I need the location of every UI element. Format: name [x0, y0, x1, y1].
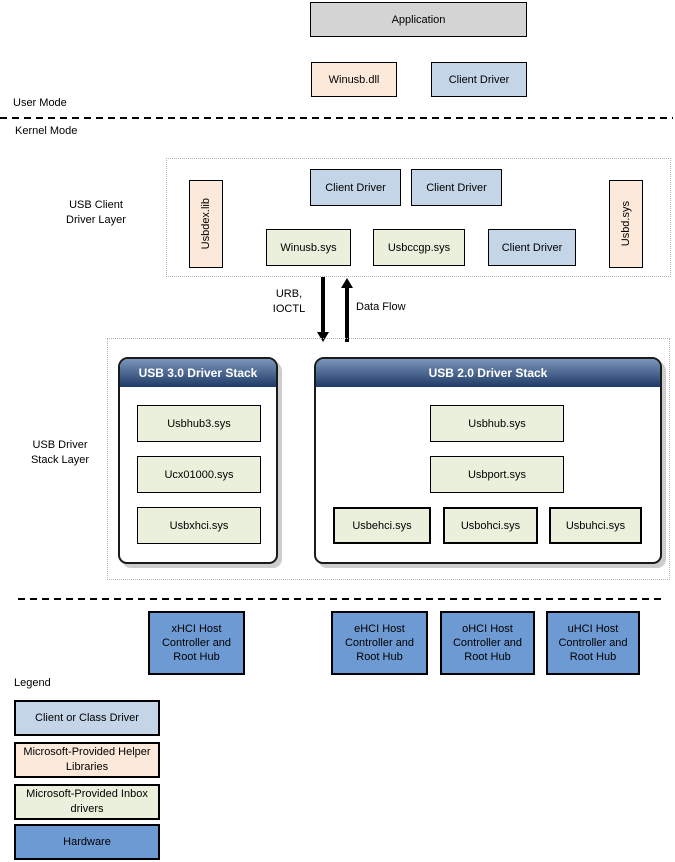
client-layer-label-line2: Driver Layer [66, 214, 126, 226]
winusb-dll-box: Winusb.dll [311, 62, 397, 97]
stack-layer-label: USB Driver Stack Layer [8, 438, 112, 468]
legend-item-helper-libraries: Microsoft-Provided Helper Libraries [14, 742, 160, 778]
legend-title: Legend [14, 677, 51, 689]
usbohci-sys-box: Usbohci.sys [443, 507, 538, 544]
client-layer-container [166, 158, 671, 277]
ucx01000-sys-box: Ucx01000.sys [137, 456, 261, 493]
user-kernel-divider [0, 117, 673, 119]
usb2-driver-stack: USB 2.0 Driver Stack Usbhub.sys Usbport.… [314, 357, 662, 564]
ehci-host-controller-box: eHCI Host Controller and Root Hub [331, 611, 428, 675]
client-layer-label: USB Client Driver Layer [40, 198, 152, 228]
data-flow-label: Data Flow [356, 301, 406, 313]
legend-item-client-driver: Client or Class Driver [14, 700, 160, 736]
application-box: Application [310, 2, 527, 37]
usbxhci-sys-box: Usbxhci.sys [137, 507, 261, 544]
usbport-sys-box: Usbport.sys [430, 456, 564, 493]
client-driver-user-box: Client Driver [431, 62, 527, 97]
usbhub-sys-box: Usbhub.sys [430, 405, 564, 442]
uhci-host-controller-box: uHCI Host Controller and Root Hub [546, 611, 640, 675]
urb-arrow-shaft [321, 277, 325, 333]
xhci-host-controller-box: xHCI Host Controller and Root Hub [148, 611, 245, 675]
usbccgp-sys-box: Usbccgp.sys [373, 229, 465, 266]
urb-label-line1: URB, [275, 288, 303, 300]
client-driver-kernel-box-2: Client Driver [411, 169, 502, 206]
usb2-stack-title: USB 2.0 Driver Stack [316, 359, 660, 387]
urb-ioctl-label: URB, IOCTL [260, 287, 318, 317]
usbdex-lib-box: Usbdex.lib [189, 180, 223, 268]
usbd-sys-box: Usbd.sys [609, 180, 643, 268]
legend-item-hardware: Hardware [14, 824, 160, 860]
usbdex-lib-label: Usbdex.lib [200, 198, 212, 250]
stack-layer-label-line2: Stack Layer [30, 454, 90, 466]
usbd-sys-label: Usbd.sys [620, 201, 632, 247]
usbehci-sys-box: Usbehci.sys [333, 507, 431, 544]
urb-label-line2: IOCTL [272, 303, 306, 315]
usbuhci-sys-box: Usbuhci.sys [549, 507, 642, 544]
client-layer-label-line1: USB Client [69, 199, 123, 211]
usb3-driver-stack: USB 3.0 Driver Stack Usbhub3.sys Ucx0100… [118, 357, 278, 564]
client-driver-kernel-box-1: Client Driver [310, 169, 401, 206]
user-mode-label: User Mode [13, 97, 67, 109]
legend-item-inbox-drivers: Microsoft-Provided Inbox drivers [14, 784, 160, 820]
ohci-host-controller-box: oHCI Host Controller and Root Hub [440, 611, 535, 675]
usb3-stack-title: USB 3.0 Driver Stack [120, 359, 276, 387]
kernel-mode-label: Kernel Mode [15, 125, 78, 137]
dataflow-arrow-shaft [345, 287, 349, 342]
software-hardware-divider [18, 598, 662, 600]
client-driver-kernel-box-3: Client Driver [488, 229, 576, 266]
dataflow-arrow-up-icon [341, 278, 353, 288]
usbhub3-sys-box: Usbhub3.sys [137, 405, 261, 442]
urb-arrow-down-icon [317, 332, 329, 342]
stack-layer-label-line1: USB Driver [32, 439, 88, 451]
winusb-sys-box: Winusb.sys [266, 229, 351, 266]
stack-layer-container [107, 338, 670, 580]
